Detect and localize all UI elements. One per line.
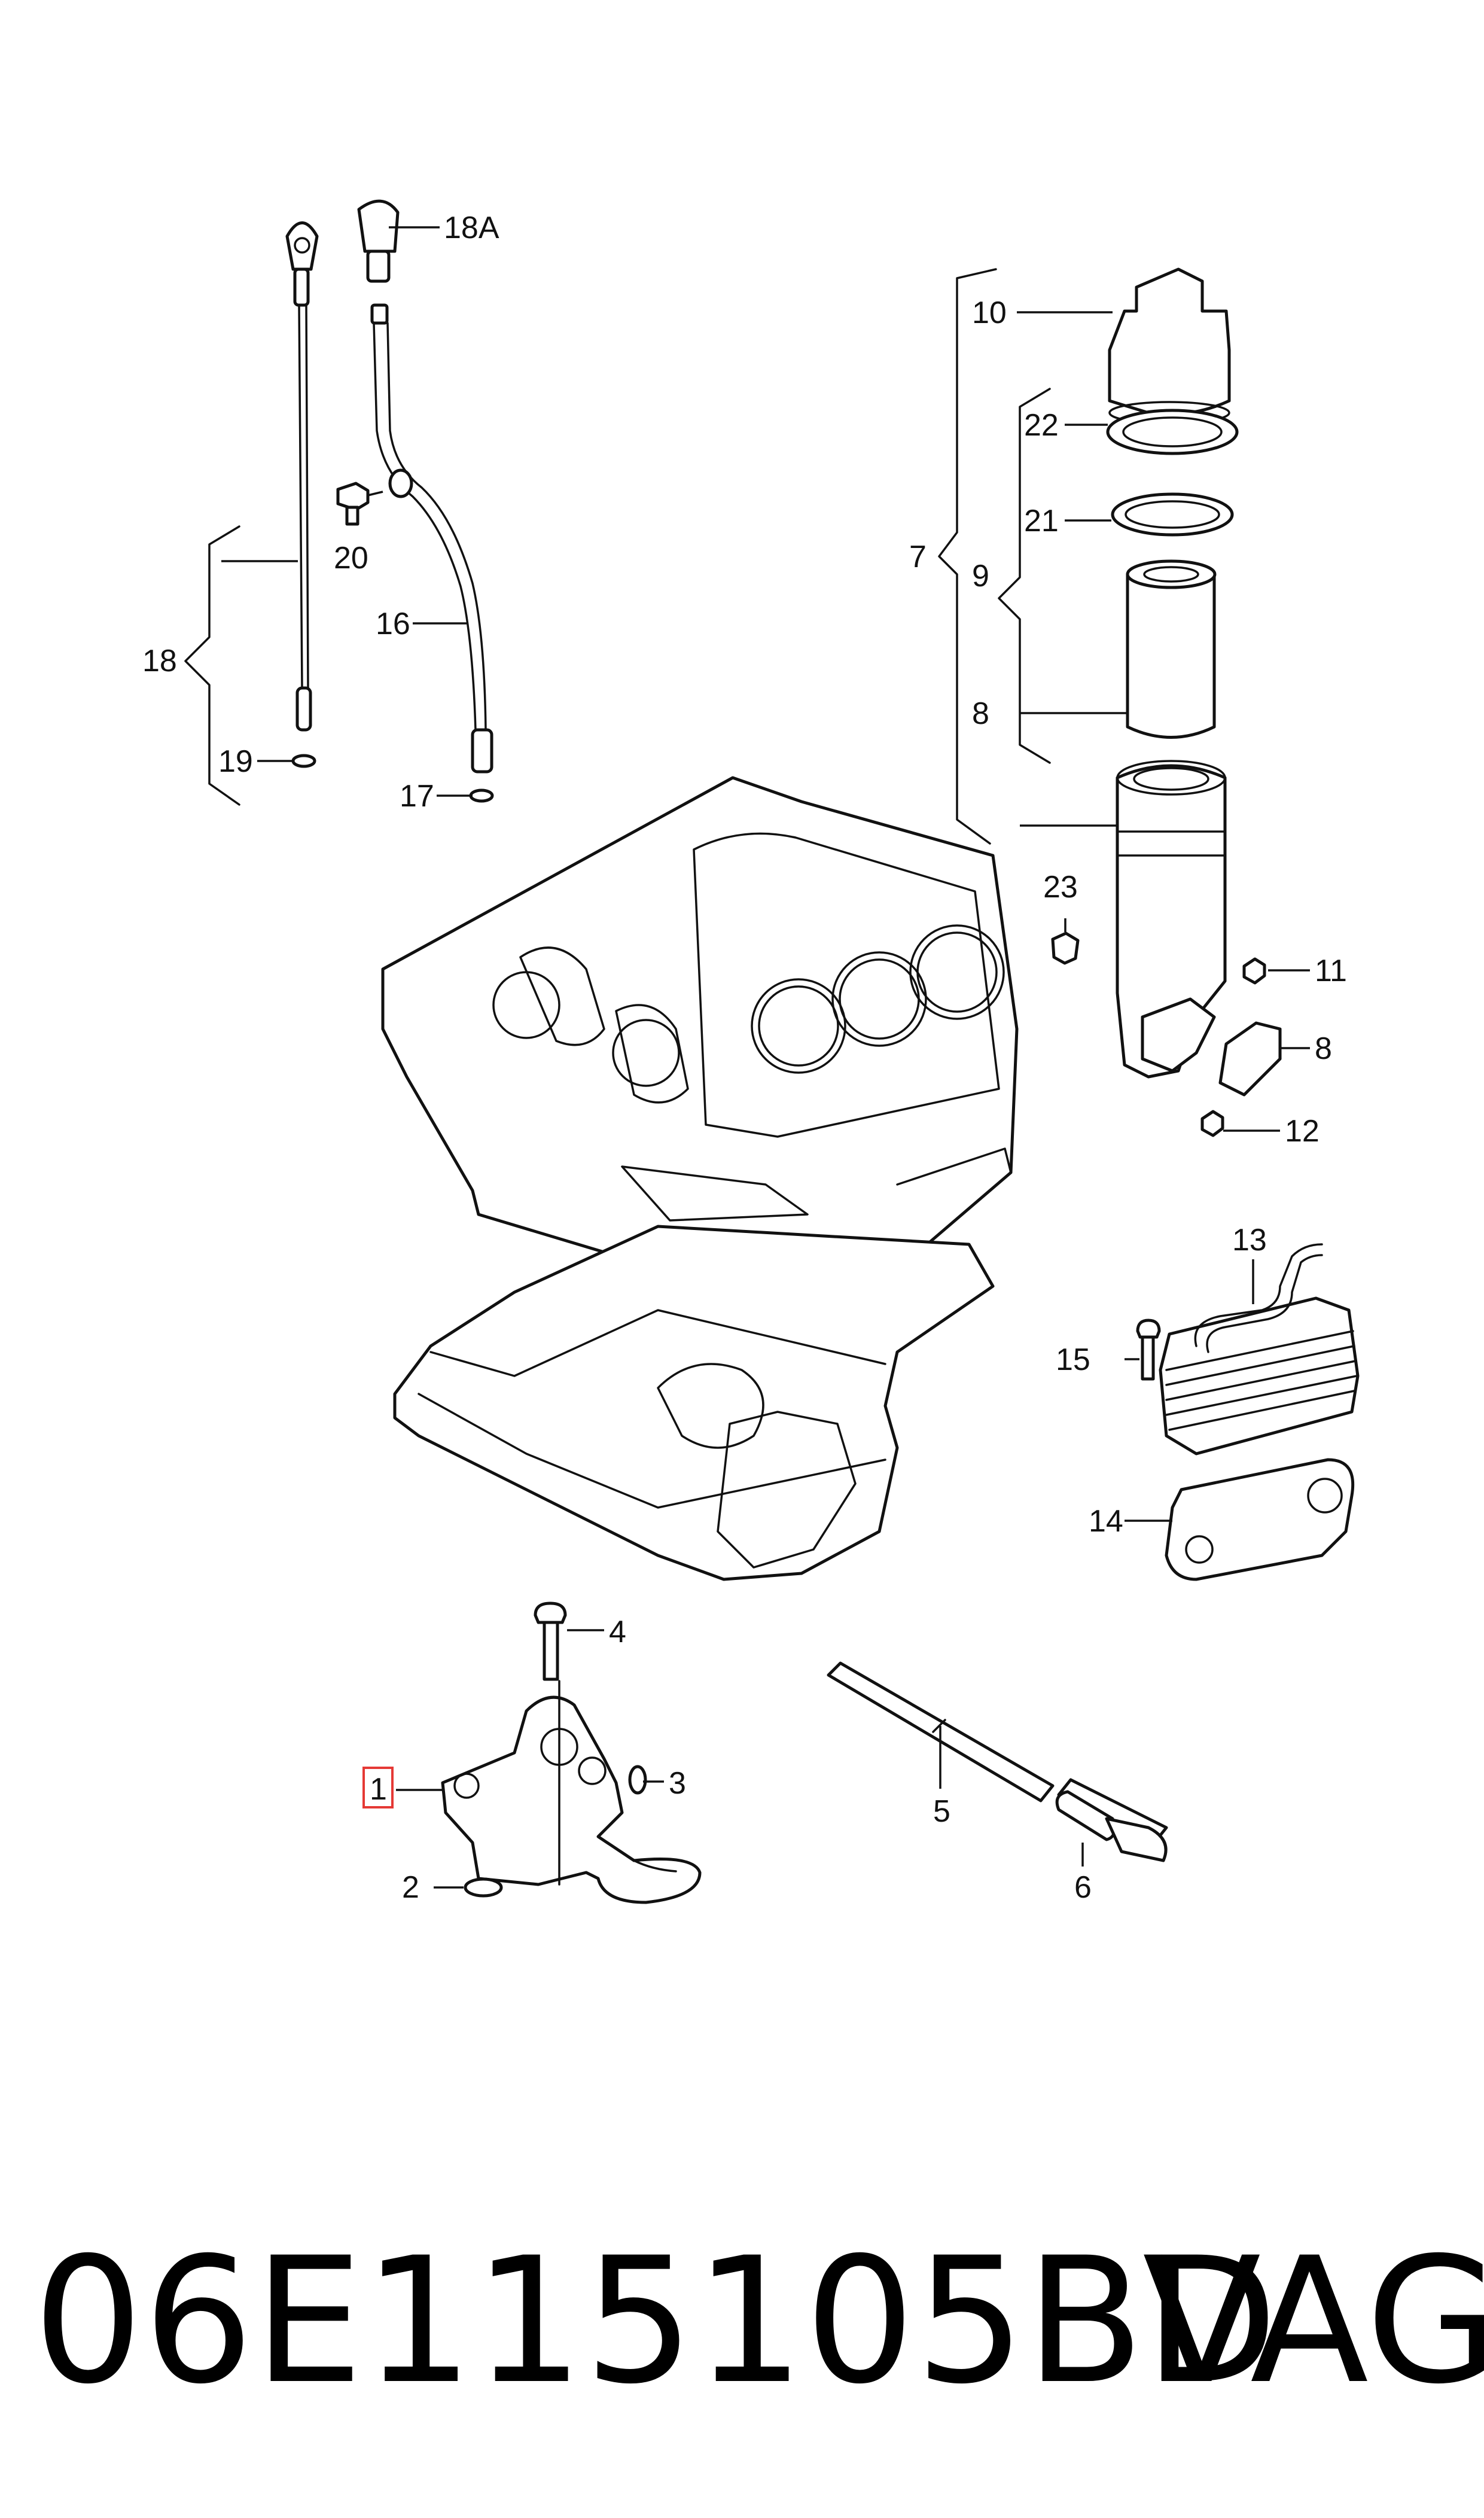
callout-8b: 8	[1315, 1031, 1332, 1066]
callout-19: 19	[218, 744, 253, 779]
callout-17: 17	[400, 779, 434, 814]
callout-15: 15	[1056, 1342, 1090, 1377]
drive-shaft	[827, 1661, 1168, 1867]
callout-14: 14	[1089, 1504, 1123, 1539]
oil-filter-housing	[938, 267, 1310, 1137]
callout-18: 18	[142, 644, 177, 678]
dipstick-guide-tube	[336, 199, 494, 803]
callout-2: 2	[402, 1870, 419, 1905]
callout-4: 4	[609, 1615, 626, 1649]
callout-22: 22	[1024, 408, 1059, 443]
callout-7: 7	[909, 540, 927, 574]
oil-cooler	[1125, 1243, 1360, 1581]
callout-5: 5	[933, 1794, 950, 1829]
callout-16: 16	[376, 607, 410, 641]
brand-label: VAG	[1142, 2221, 1484, 2422]
callout-9: 9	[972, 559, 989, 593]
part-number: 06E115105BD	[33, 2221, 1278, 2422]
callout-3: 3	[669, 1766, 686, 1801]
callout-6: 6	[1074, 1870, 1092, 1905]
callout-21: 21	[1024, 504, 1059, 538]
callout-23: 23	[1043, 870, 1078, 905]
callout-8: 8	[972, 696, 989, 731]
highlight-box	[362, 1767, 394, 1808]
callout-12: 12	[1285, 1114, 1320, 1149]
callout-20: 20	[334, 541, 368, 576]
callout-1: 1	[370, 1772, 387, 1807]
callout-13: 13	[1232, 1223, 1267, 1258]
engine-block	[381, 776, 1019, 1581]
callout-11: 11	[1315, 954, 1347, 988]
callout-18a: 18A	[444, 211, 499, 245]
dipstick-assembly	[184, 221, 319, 806]
oil-pump	[396, 1601, 702, 1904]
callout-10: 10	[972, 296, 1007, 330]
